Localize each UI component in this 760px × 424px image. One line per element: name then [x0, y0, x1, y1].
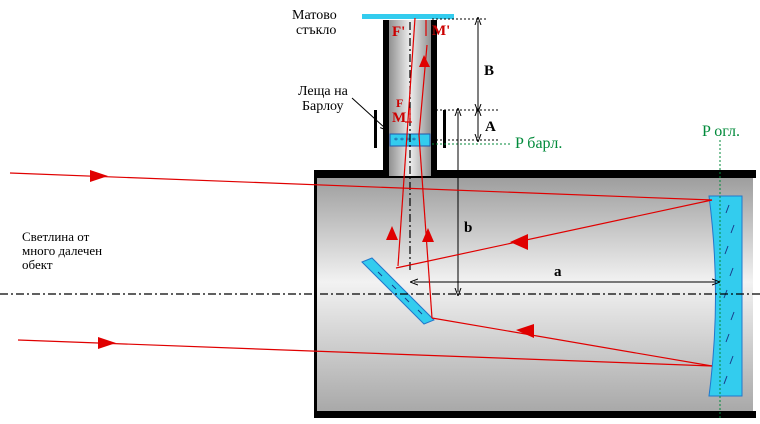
dimension-b-label: b	[464, 220, 472, 236]
mirror-plane-label: P огл.	[702, 123, 740, 140]
dimension-B-label: B	[484, 63, 494, 79]
svg-text:* * * *: * * * *	[394, 136, 416, 145]
image-mid-label: M	[392, 110, 406, 126]
focal-markers	[405, 20, 427, 123]
light-label-line2: много далечен	[22, 243, 102, 258]
ground-glass	[362, 14, 454, 19]
light-label-line3: обект	[22, 257, 53, 272]
light-rays	[9, 17, 713, 367]
secondary-mirror	[361, 257, 435, 325]
image-top-label: M'	[432, 23, 450, 39]
primary-mirror	[708, 195, 743, 397]
dimension-a-label: a	[554, 264, 562, 280]
ground-glass-label-line1: Матово	[292, 8, 337, 23]
barlow-label-line2: Барлоу	[302, 99, 344, 114]
barlow-plane-label: P барл.	[515, 135, 562, 152]
dimension-guides	[432, 18, 500, 141]
dimension-A-label: A	[485, 119, 496, 135]
dimension-arrows	[414, 21, 716, 292]
barlow-leader-line	[351, 97, 385, 128]
ray-direction-arrows	[90, 55, 534, 349]
ground-glass-label-line2: стъкло	[296, 23, 336, 38]
optical-axes	[0, 22, 760, 295]
light-label-line1: Светлина от	[22, 229, 90, 244]
focus-mid-label: F	[396, 96, 403, 110]
focus-top-label: F'	[392, 24, 405, 40]
reference-planes	[432, 140, 721, 420]
barlow-label-line1: Леща на	[298, 84, 349, 99]
